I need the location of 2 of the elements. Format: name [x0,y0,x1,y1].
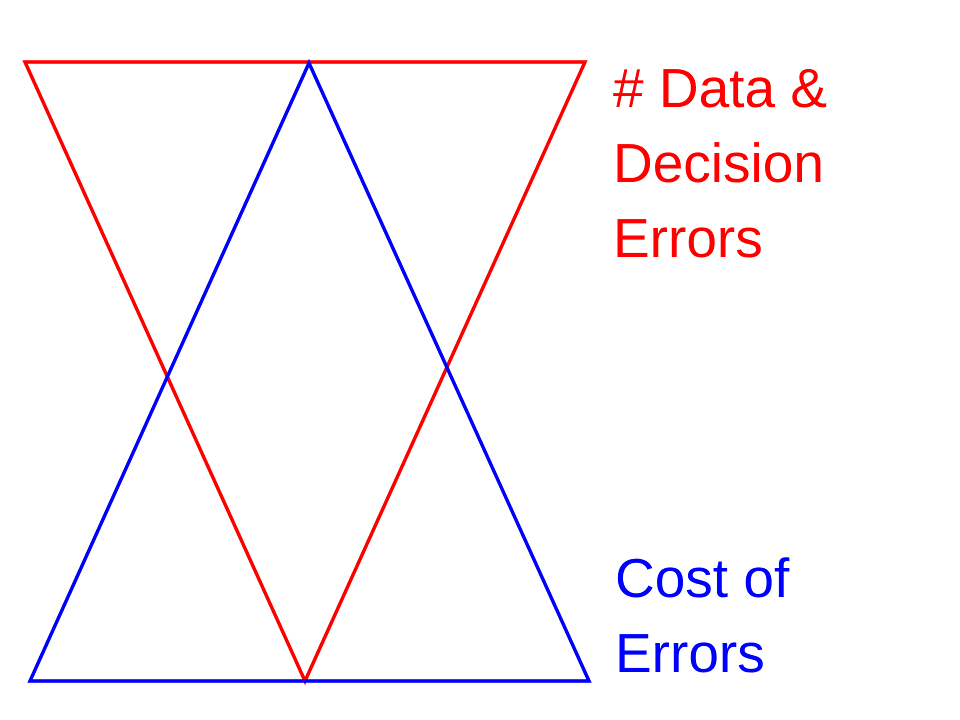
triangle-label: # Data & Decision Errors [613,56,828,271]
triangle-label: Cost of Errors [615,546,790,686]
